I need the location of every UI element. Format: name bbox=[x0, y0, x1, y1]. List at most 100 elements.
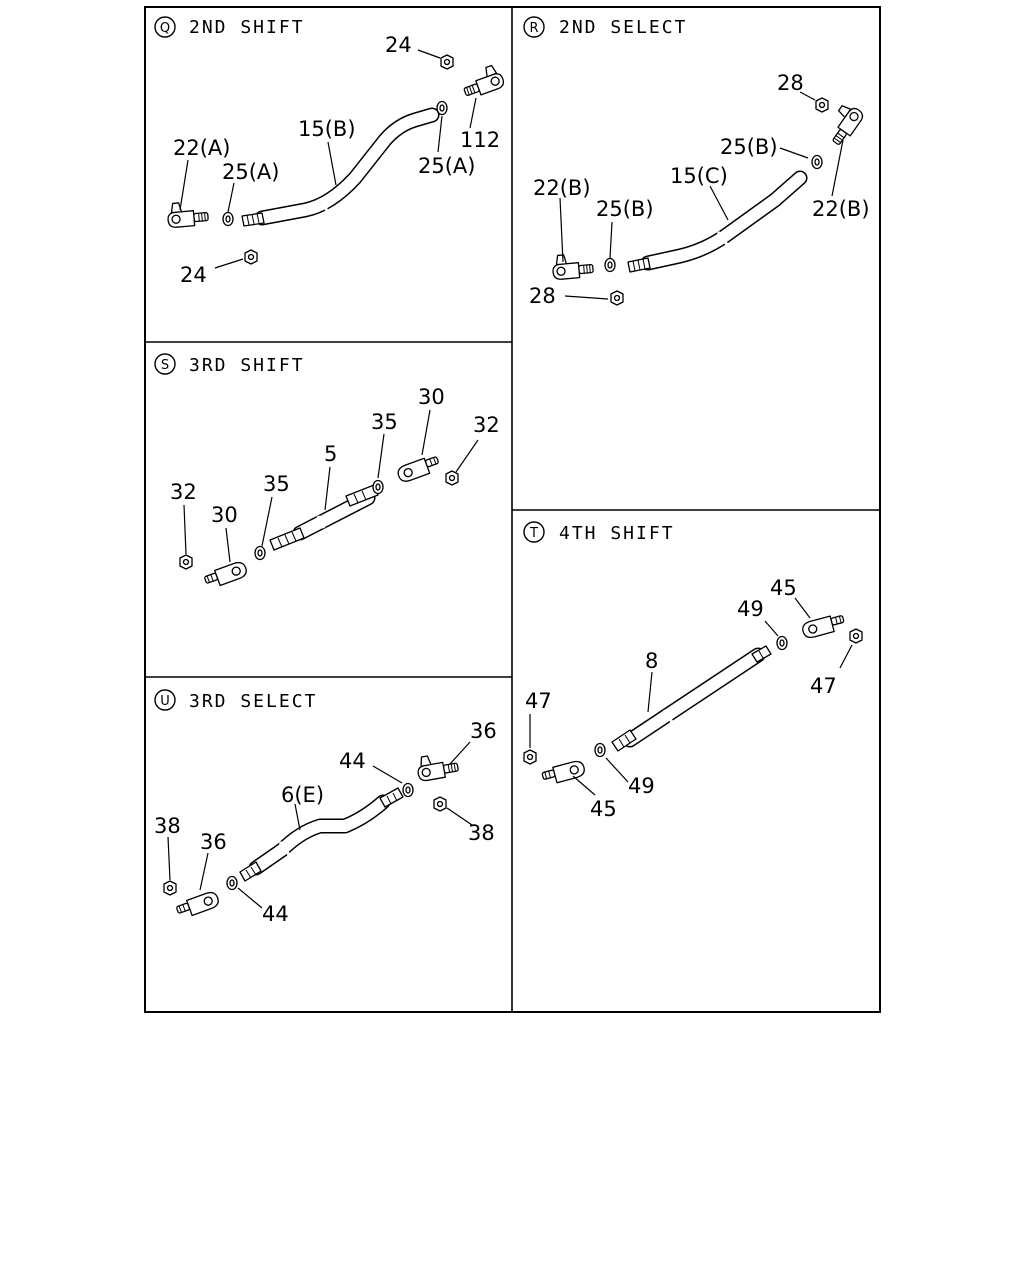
panel-t-title: 4TH SHIFT bbox=[559, 523, 675, 544]
callout-u-5: 36 bbox=[200, 830, 227, 854]
callout-r-6: 25(B) bbox=[596, 197, 654, 221]
washer-25b-left bbox=[604, 257, 616, 273]
callout-t-5: 47 bbox=[525, 689, 552, 713]
nut-24-upper bbox=[440, 54, 454, 70]
panel-r-letter: R bbox=[529, 21, 538, 36]
callout-t-4: 8 bbox=[645, 649, 658, 673]
callout-u-2: 44 bbox=[339, 749, 366, 773]
washer-25b-right bbox=[811, 154, 823, 170]
callout-q-6: 25(A) bbox=[418, 154, 475, 178]
washer-35-left bbox=[254, 545, 266, 561]
panel-r-callouts: 28 25(B) 15(C) 22(B) 22(B) 25(B) 28 bbox=[529, 71, 870, 308]
washer-49-left bbox=[594, 742, 606, 758]
nut-47-right bbox=[849, 628, 863, 644]
panel-t-leaders bbox=[529, 597, 853, 796]
callout-q-7: 24 bbox=[180, 263, 207, 287]
washer-44-right bbox=[402, 782, 414, 798]
panel-u-3rd-select: U 3RD SELECT 36 bbox=[154, 689, 497, 926]
callout-t-1: 45 bbox=[770, 576, 797, 600]
callout-r-1: 28 bbox=[777, 71, 804, 95]
panel-u-badge bbox=[154, 689, 176, 711]
nut-28-lower bbox=[610, 290, 624, 306]
panel-t-badge bbox=[523, 521, 545, 543]
nut-28-upper bbox=[815, 97, 829, 113]
panel-u-callouts: 36 44 6(E) 38 36 38 44 bbox=[154, 719, 497, 926]
ball-joint-22a-left bbox=[166, 199, 210, 229]
panel-u-rod bbox=[239, 787, 404, 882]
callout-r-2: 25(B) bbox=[720, 135, 778, 159]
panel-r-badge bbox=[523, 16, 545, 38]
washer-25a-left bbox=[222, 211, 234, 227]
callout-u-6: 38 bbox=[468, 821, 495, 845]
panel-s-letter: S bbox=[161, 358, 169, 373]
callout-q-1: 24 bbox=[385, 33, 412, 57]
callout-q-3: 112 bbox=[460, 128, 500, 152]
rod-end-30-left bbox=[202, 559, 249, 591]
panel-q-header: Q 2ND SHIFT bbox=[154, 16, 305, 38]
washer-35-right bbox=[372, 479, 384, 495]
nut-24-lower bbox=[244, 249, 258, 265]
panel-s-3rd-shift: S 3RD SHIFT bbox=[154, 353, 500, 591]
panel-t-4th-shift: T 4TH SHIFT 45 49 bbox=[523, 521, 863, 821]
panel-q-rod bbox=[241, 107, 440, 227]
panel-r-leaders bbox=[559, 91, 844, 300]
nut-32-right bbox=[445, 470, 459, 486]
callout-s-1: 30 bbox=[418, 385, 445, 409]
panel-q-letter: Q bbox=[160, 21, 170, 36]
callout-q-4: 22(A) bbox=[173, 136, 230, 160]
callout-s-5: 32 bbox=[170, 480, 197, 504]
panel-s-header: S 3RD SHIFT bbox=[154, 353, 305, 376]
rod-end-45-right bbox=[800, 612, 847, 640]
panel-u-header: U 3RD SELECT bbox=[154, 689, 317, 712]
callout-r-7: 28 bbox=[529, 284, 556, 308]
panel-r-2nd-select: R 2ND SELECT 28 25(B) bbox=[523, 16, 870, 308]
callout-r-4: 22(B) bbox=[533, 176, 591, 200]
panel-s-badge bbox=[154, 353, 176, 375]
callout-q-5: 25(A) bbox=[222, 160, 279, 184]
callout-r-5: 22(B) bbox=[812, 197, 870, 221]
rod-end-36-left bbox=[174, 889, 221, 921]
panel-u-title: 3RD SELECT bbox=[189, 691, 317, 712]
ball-joint-22b-right bbox=[821, 100, 866, 148]
panel-s-title: 3RD SHIFT bbox=[189, 355, 305, 376]
panel-q-badge bbox=[154, 16, 176, 38]
diagram-frame bbox=[144, 6, 881, 1013]
callout-u-4: 38 bbox=[154, 814, 181, 838]
panel-r-title: 2ND SELECT bbox=[559, 17, 687, 38]
nut-38-left bbox=[163, 880, 177, 896]
panel-r-rod bbox=[627, 170, 808, 273]
nut-32-left bbox=[179, 554, 193, 570]
panel-u-letter: U bbox=[160, 694, 170, 709]
panel-t-header: T 4TH SHIFT bbox=[523, 521, 675, 544]
callout-s-3: 32 bbox=[473, 413, 500, 437]
panel-t-rod bbox=[611, 645, 772, 752]
callout-s-4: 5 bbox=[324, 442, 337, 466]
callout-s-6: 35 bbox=[263, 472, 290, 496]
rod-end-30-right bbox=[395, 453, 442, 485]
panel-q-leaders bbox=[179, 49, 477, 269]
washer-49-right bbox=[776, 635, 788, 651]
callout-u-7: 44 bbox=[262, 902, 289, 926]
panel-s-leaders bbox=[183, 409, 479, 563]
callout-u-1: 36 bbox=[470, 719, 497, 743]
callout-t-7: 45 bbox=[590, 797, 617, 821]
callout-u-3: 6(E) bbox=[281, 783, 324, 807]
panel-r-header: R 2ND SELECT bbox=[523, 16, 687, 38]
panel-t-letter: T bbox=[529, 526, 538, 541]
callout-t-2: 49 bbox=[737, 597, 764, 621]
callout-t-6: 49 bbox=[628, 774, 655, 798]
washer-44-left bbox=[226, 875, 238, 891]
callout-s-2: 35 bbox=[371, 410, 398, 434]
nut-38-right bbox=[433, 796, 447, 812]
callout-r-3: 15(C) bbox=[670, 164, 728, 188]
panel-q-callouts: 24 15(B) 112 22(A) 25(A) 25(A) 24 bbox=[173, 33, 500, 287]
callout-q-2: 15(B) bbox=[298, 117, 356, 141]
panel-q-title: 2ND SHIFT bbox=[189, 17, 305, 38]
panel-s-callouts: 30 35 32 5 32 35 30 bbox=[170, 385, 500, 527]
nut-47-left bbox=[523, 749, 537, 765]
washer-25a-right bbox=[436, 100, 448, 116]
panel-q-2nd-shift: Q 2ND SHIFT 24 15(B) bbox=[154, 16, 507, 287]
callout-s-7: 30 bbox=[211, 503, 238, 527]
ball-joint-22b-left bbox=[551, 251, 595, 281]
